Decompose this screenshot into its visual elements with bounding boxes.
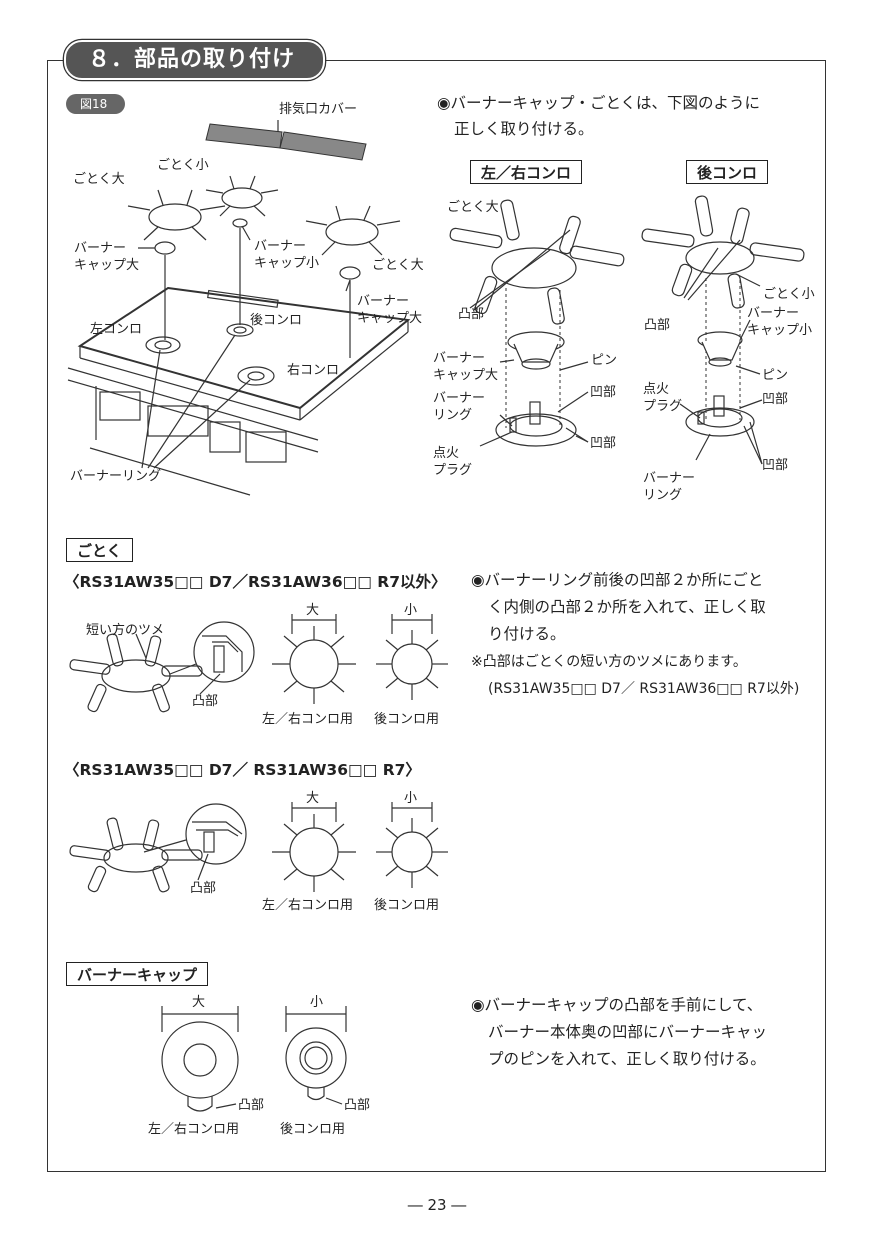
label-detail-gotoku-large: ごとく大 (447, 200, 499, 215)
label-detail-convex: 凸部 (458, 307, 485, 322)
intro-text-line-2: 正しく取り付ける。 (454, 120, 594, 138)
label-rear-cap-1: バーナー (747, 306, 800, 321)
label-right-burner: 右コンロ (287, 363, 340, 378)
gotoku-model-b: 〈RS31AW35□□ D7／ RS31AW36□□ R7〉 (64, 761, 421, 779)
gotoku-a-perspective (69, 621, 255, 713)
label-small-b: 小 (404, 791, 418, 806)
label-cap-small: 小 (310, 995, 324, 1010)
label-detail-concave-2: 凹部 (590, 436, 617, 451)
label-use-lr-b: 左／右コンロ用 (262, 898, 354, 913)
label-convex-a: 凸部 (192, 694, 219, 709)
rear-burner-detail (641, 195, 805, 465)
label-cap-large: 大 (192, 995, 206, 1010)
cap-text-2: バーナー本体奥の凹部にバーナーキャッ (488, 1023, 768, 1041)
rear-burner-box: 後コンロ (686, 160, 769, 184)
label-rear-convex: 凸部 (644, 318, 671, 333)
label-rear-concave-2: 凹部 (762, 458, 789, 473)
burner-cap-top-views (161, 1006, 347, 1112)
page-number: ― 23 ― (407, 1196, 467, 1214)
label-cap-convex-s: 凸部 (344, 1098, 371, 1113)
label-short-claw: 短い方のツメ (86, 623, 165, 638)
label-burner-ring: バーナーリング (70, 469, 162, 484)
gotoku-heading: ごとく (66, 538, 133, 562)
label-detail-ignition-1: 点火 (433, 446, 460, 461)
label-detail-ring-1: バーナー (433, 391, 486, 406)
label-detail-cap-2: キャップ大 (433, 368, 499, 383)
label-cap-large-r1: バーナー (357, 294, 410, 309)
gotoku-a-top-views (272, 614, 448, 704)
gotoku-model-a: 〈RS31AW35□□ D7／RS31AW36□□ R7以外〉 (64, 573, 447, 591)
label-use-rear-a: 後コンロ用 (374, 712, 440, 727)
burner-cap-heading: バーナーキャップ (66, 962, 209, 986)
label-detail-ring-2: リング (433, 408, 473, 423)
label-cap-small-2: キャップ小 (254, 256, 320, 271)
label-large-a: 大 (306, 603, 320, 618)
label-gotoku-small: ごとく小 (157, 158, 209, 173)
label-rear-concave-1: 凹部 (762, 392, 789, 407)
label-exhaust-cover: 排気口カバー (279, 102, 358, 117)
label-detail-ignition-2: プラグ (433, 463, 473, 478)
label-gotoku-large-right: ごとく大 (372, 258, 424, 273)
label-large-b: 大 (306, 791, 320, 806)
page-frame (47, 60, 826, 1172)
label-left-burner: 左コンロ (90, 322, 143, 337)
label-use-lr-a: 左／右コンロ用 (262, 712, 354, 727)
label-cap-large-1: バーナー (74, 241, 127, 256)
gotoku-small-shape (205, 175, 279, 217)
gotoku-b-top-views (272, 802, 448, 892)
label-small-a: 小 (404, 603, 418, 618)
gotoku-large-left-shape (127, 189, 226, 241)
label-detail-concave-1: 凹部 (590, 385, 617, 400)
label-use-rear-b: 後コンロ用 (374, 898, 440, 913)
stove-overview-diagram (67, 120, 411, 496)
label-rear-cap-2: キャップ小 (747, 323, 813, 338)
label-cap-small-1: バーナー (254, 239, 307, 254)
label-rear-ring-1: バーナー (643, 471, 696, 486)
label-rear-gotoku-small: ごとく小 (763, 287, 815, 302)
gotoku-text-1: ◉バーナーリング前後の凹部２か所にごと (471, 571, 764, 589)
intro-text-line-1: ◉バーナーキャップ・ごとくは、下図のように (437, 94, 761, 112)
label-cap-use-rear: 後コンロ用 (280, 1122, 346, 1137)
label-cap-convex-l: 凸部 (238, 1098, 265, 1113)
label-rear-pin: ピン (762, 368, 789, 383)
label-cap-large-r2: キャップ大 (357, 311, 423, 326)
label-rear-ignition-2: プラグ (643, 399, 683, 414)
gotoku-text-3: り付ける。 (488, 625, 566, 643)
label-gotoku-large: ごとく大 (73, 172, 125, 187)
left-right-burner-box: 左／右コンロ (470, 160, 583, 184)
exhaust-cover-shape (205, 123, 367, 161)
label-cap-use-lr: 左／右コンロ用 (148, 1122, 240, 1137)
section-title: ８．部品の取り付け (64, 40, 326, 80)
label-detail-cap-1: バーナー (433, 351, 486, 366)
gotoku-note-1: ※凸部はごとくの短い方のツメにあります。 (471, 654, 747, 670)
cabinet-front-shape (67, 367, 319, 496)
left-right-burner-detail (449, 199, 625, 447)
gotoku-b-perspective (69, 803, 247, 893)
label-rear-ring-2: リング (643, 488, 683, 503)
figure-label: 図18 (66, 94, 126, 114)
label-cap-large-2: キャップ大 (74, 258, 140, 273)
gotoku-text-2: く内側の凸部２か所を入れて、正しく取 (488, 598, 766, 616)
label-convex-b: 凸部 (190, 881, 217, 896)
label-rear-ignition-1: 点火 (643, 382, 670, 397)
label-detail-pin: ピン (591, 353, 618, 368)
cap-text-1: ◉バーナーキャップの凸部を手前にして、 (471, 996, 763, 1014)
label-rear-burner: 後コンロ (250, 313, 303, 328)
gotoku-note-2: (RS31AW35□□ D7／ RS31AW36□□ R7以外) (488, 681, 800, 697)
gotoku-large-right-shape (305, 205, 401, 256)
cap-text-3: プのピンを入れて、正しく取り付ける。 (488, 1050, 766, 1068)
